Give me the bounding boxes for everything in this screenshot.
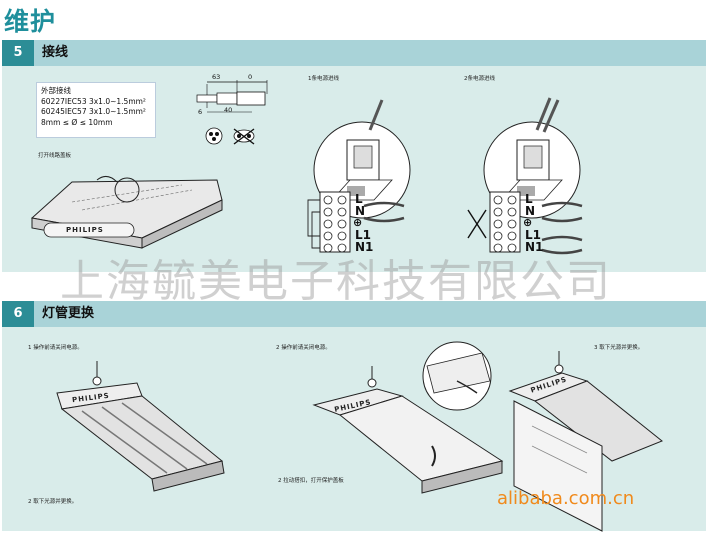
- step-3-caption: 3 取下光源并更换。: [594, 345, 644, 351]
- site-watermark: alibaba.com.cn: [497, 488, 635, 509]
- luminaire-step-1: [56, 361, 225, 492]
- terminal-label-N: N: [355, 204, 366, 218]
- terminal-block-single: [307, 191, 405, 253]
- terminal-label-L1-dual: L1: [525, 228, 541, 242]
- section-title: 接线: [42, 45, 69, 60]
- terminal-label-earth-dual: ⊕: [523, 216, 533, 229]
- company-watermark: 上海毓美电子科技有限公司: [60, 256, 612, 307]
- step-1-bottom-caption: 2 取下光源并更换。: [28, 499, 78, 505]
- section-title: 灯管更换: [42, 306, 95, 321]
- brand-logo: PHILIPS: [66, 226, 104, 234]
- open-cover-caption: 打开线路盖板: [38, 153, 72, 159]
- luminaire-open-cover: [30, 176, 223, 249]
- step-2-bottom-caption: 2 拉动搭扣，打开保护盖板: [278, 478, 344, 484]
- cable-spec-box: 外部接线 60227IEC53 3x1.0~1.5mm² 60245IEC57 …: [36, 82, 156, 138]
- section-header-lamp: 6 灯管更换: [2, 301, 706, 327]
- section-number: 5: [2, 40, 34, 66]
- section-number: 6: [2, 301, 34, 327]
- wiring-section: 5 接线 外部接线 60227IEC53 3x1.0~1.5mm² 60245I…: [2, 40, 706, 272]
- lamp-replacement-section: 6 灯管更换: [2, 301, 706, 532]
- luminaire-step-2: [312, 341, 504, 494]
- spec-line-2: 60245IEC57 3x1.0~1.5mm²: [41, 107, 146, 116]
- terminal-label-L1: L1: [355, 228, 371, 242]
- dim-6: 6: [198, 108, 203, 116]
- terminal-label-earth: ⊕: [353, 216, 363, 229]
- single-supply-caption: 1条电源进线: [308, 76, 339, 82]
- dim-0: 0: [248, 73, 253, 81]
- luminaire-step-3: [508, 351, 663, 532]
- page-title: 维护: [4, 7, 57, 36]
- terminal-label-L: L: [355, 192, 363, 206]
- dual-supply-caption: 2条电源进线: [464, 76, 495, 82]
- wiring-illustrations: [30, 80, 583, 255]
- spec-line-3: 8mm ≤ Ø ≤ 10mm: [41, 117, 113, 127]
- terminal-block-dual: [467, 191, 583, 255]
- terminal-label-N1: N1: [355, 240, 374, 254]
- lamp-illustrations: [56, 341, 663, 532]
- section-header-wiring: 5 接线: [2, 40, 706, 66]
- cable-strip-diagram: [196, 80, 268, 145]
- terminal-label-N-dual: N: [525, 204, 536, 218]
- spec-heading: 外部接线: [41, 86, 71, 95]
- dim-40: 40: [224, 106, 233, 114]
- terminal-label-N1-dual: N1: [525, 240, 544, 254]
- step-1-caption: 1 操作前请关闭电源。: [28, 345, 83, 351]
- spec-line-1: 60227IEC53 3x1.0~1.5mm²: [41, 96, 146, 106]
- terminal-label-L-dual: L: [525, 192, 533, 206]
- dim-63: 63: [212, 73, 221, 81]
- step-2-caption: 2 操作前请关闭电源。: [276, 345, 331, 351]
